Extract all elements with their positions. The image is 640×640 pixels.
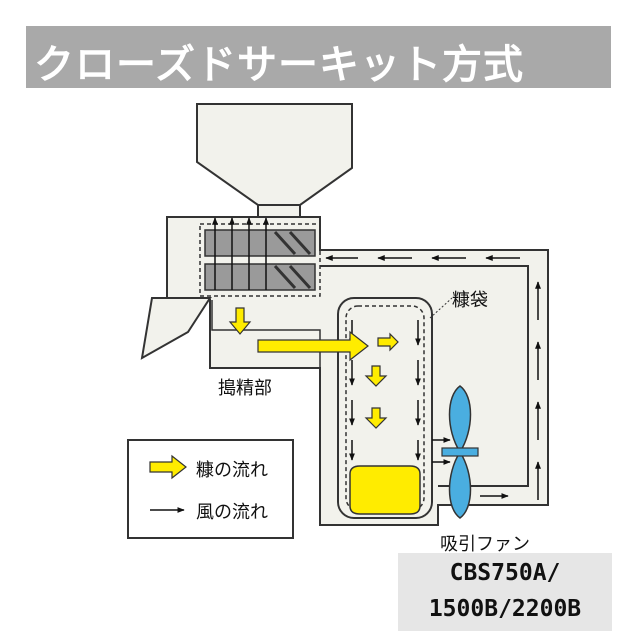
air-arrows-vertical <box>212 217 269 290</box>
bran-chute <box>140 297 212 360</box>
label-milling-section: 搗精部 <box>218 378 272 399</box>
model-box <box>398 553 612 631</box>
model-line-1: CBS750A/ <box>449 560 561 586</box>
label-suction-fan: 吸引ファン <box>440 534 530 555</box>
model-line-2: 1500B/2200B <box>428 596 582 622</box>
label-bran-bag: 糠袋 <box>452 290 488 311</box>
air-arrows-duct <box>325 255 541 500</box>
bran-bag-leader <box>429 297 453 319</box>
legend-bran-flow-label: 糠の流れ <box>196 460 268 481</box>
bran-bag <box>345 305 425 511</box>
legend-box <box>127 439 294 539</box>
title-bar <box>26 26 611 88</box>
bran-bag-chamber <box>337 297 433 519</box>
bran-flow-arrows <box>228 307 399 429</box>
suction-fan-icon <box>441 385 479 519</box>
legend-air-flow-label: 風の流れ <box>196 502 268 523</box>
return-duct-inner <box>320 265 529 487</box>
milling-rollers <box>199 223 321 297</box>
bran-pile <box>349 465 421 515</box>
hopper <box>196 103 353 206</box>
page-title: クローズドサーキット方式 <box>34 42 524 88</box>
legend-bran-arrow <box>149 454 187 480</box>
